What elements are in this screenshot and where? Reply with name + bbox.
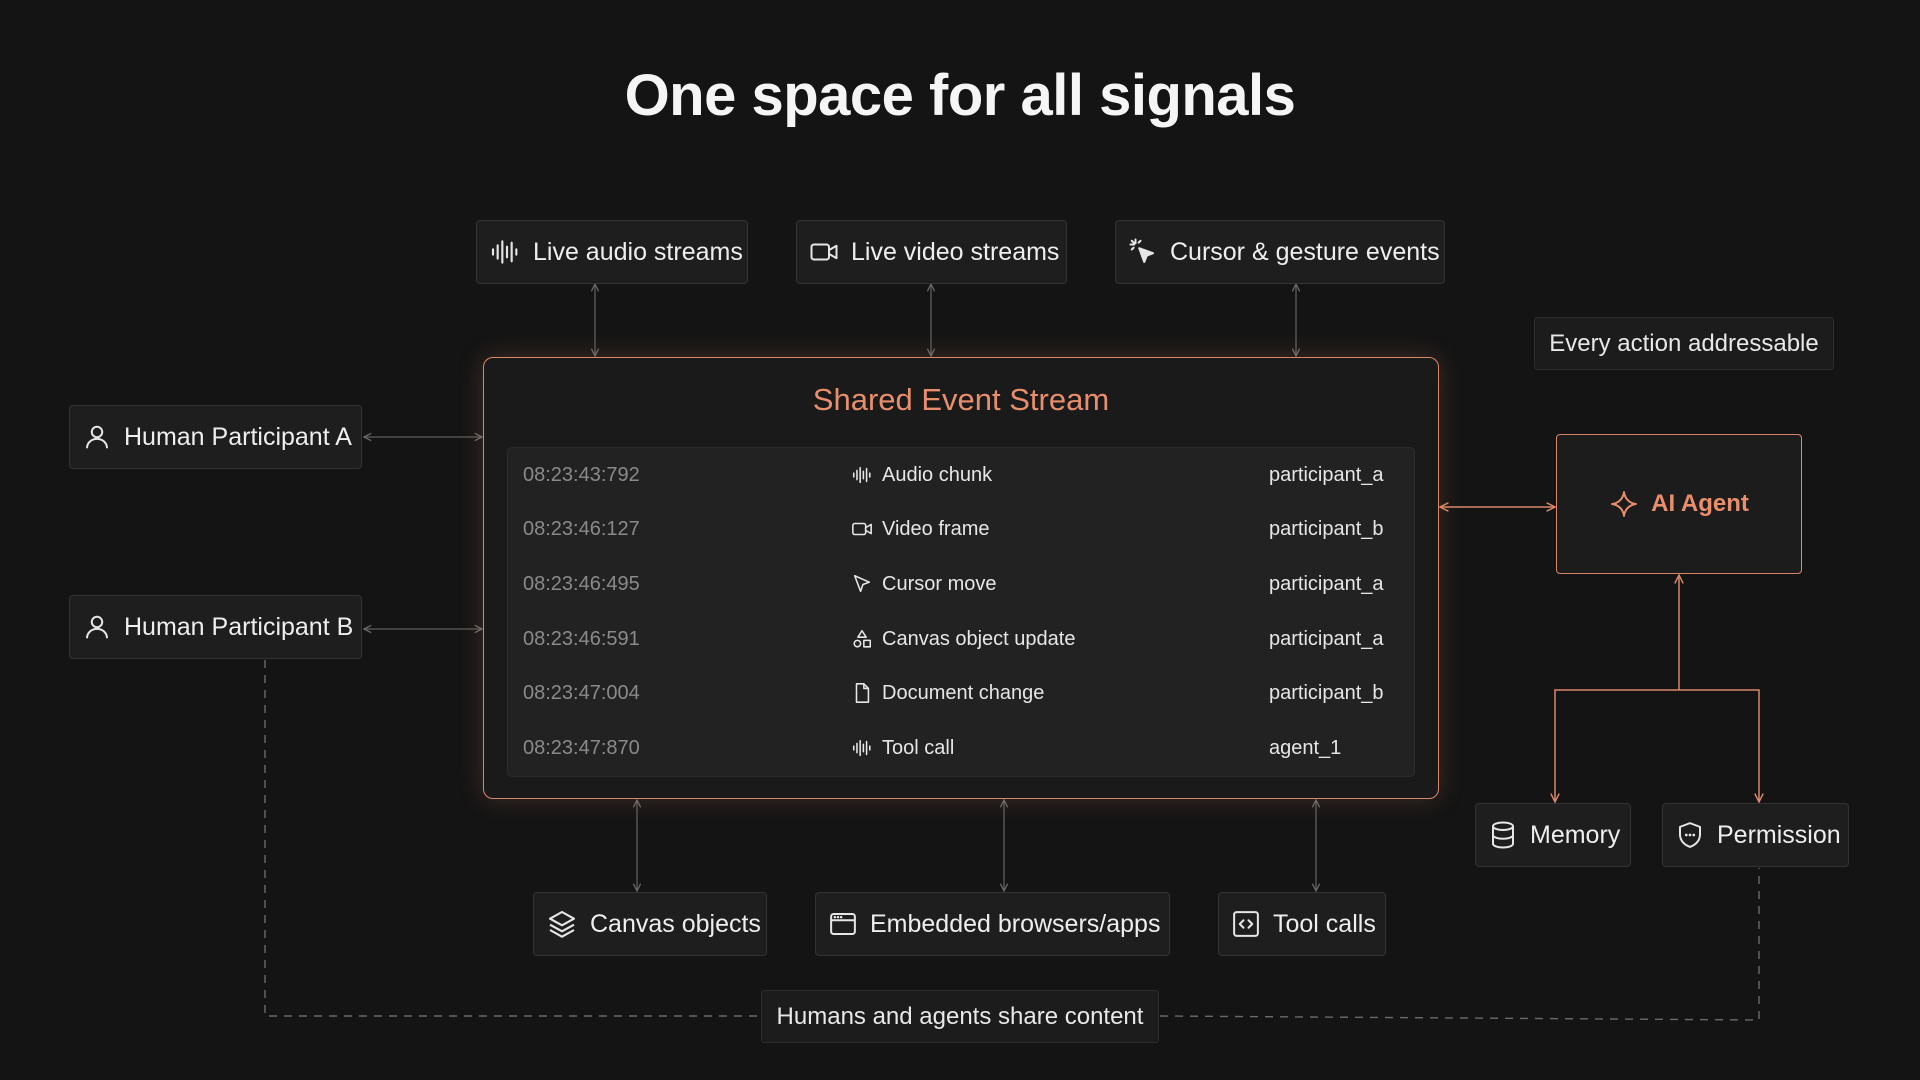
- row-event: Document change: [851, 666, 1044, 720]
- canvas-objects-node: Canvas objects: [533, 892, 767, 956]
- humans-agents-share-label: Humans and agents share content: [761, 990, 1159, 1043]
- row-timestamp: 08:23:46:127: [523, 518, 640, 540]
- node-label: Embedded browsers/apps: [870, 909, 1161, 938]
- shapes-icon: [853, 629, 872, 648]
- user-icon: [86, 615, 108, 639]
- video-camera-icon: [852, 522, 872, 536]
- audio-waveform-icon: [491, 240, 518, 264]
- row-source: participant_a: [1269, 573, 1384, 595]
- shield-icon: [1679, 822, 1701, 848]
- stream-title: Shared Event Stream: [812, 382, 1110, 417]
- row-source: participant_b: [1269, 682, 1384, 704]
- row-event-label: Document change: [882, 681, 1045, 704]
- page-title: One space for all signals: [624, 63, 1296, 128]
- user-icon: [86, 425, 108, 449]
- row-source: agent_1: [1269, 737, 1342, 759]
- row-event-label: Tool call: [882, 736, 955, 759]
- sparkle-icon: [1611, 491, 1637, 517]
- node-label: Canvas objects: [590, 909, 761, 938]
- video-camera-icon: [810, 243, 838, 261]
- live-video-streams-node: Live video streams: [796, 220, 1067, 284]
- live-audio-streams-node: Live audio streams: [476, 220, 748, 284]
- node-label: Live video streams: [851, 237, 1060, 266]
- row-source: participant_a: [1269, 464, 1384, 486]
- audio-waveform-icon: [852, 739, 871, 757]
- table-row: 08:23:43:792 Audio chunk participant_a: [508, 448, 1414, 502]
- cursor-click-icon: [1129, 238, 1154, 263]
- row-event: Tool call: [851, 721, 954, 775]
- ai-agent-label: AI Agent: [1651, 490, 1749, 517]
- table-row: 08:23:46:127 Video frame participant_b: [508, 502, 1414, 556]
- permission-node: Permission: [1662, 803, 1849, 867]
- row-timestamp: 08:23:47:004: [523, 682, 640, 704]
- node-label: Tool calls: [1273, 909, 1376, 938]
- row-source: participant_b: [1269, 518, 1384, 540]
- shared-event-stream-panel: Shared Event Stream 08:23:43:792 Audio c…: [483, 357, 1439, 799]
- cursor-gesture-events-node: Cursor & gesture events: [1115, 220, 1445, 284]
- row-event-label: Audio chunk: [882, 463, 993, 486]
- row-event: Audio chunk: [851, 448, 992, 502]
- every-action-addressable-label: Every action addressable: [1534, 317, 1834, 370]
- layers-icon: [548, 910, 576, 938]
- ai-agent-node: AI Agent: [1556, 434, 1802, 574]
- table-row: 08:23:46:591 Canvas object update partic…: [508, 612, 1414, 666]
- human-participant-b-node: Human Participant B: [69, 595, 362, 659]
- node-label: Permission: [1717, 820, 1841, 849]
- database-icon: [1492, 821, 1514, 849]
- node-label: Cursor & gesture events: [1170, 237, 1440, 266]
- row-event: Video frame: [851, 502, 989, 556]
- row-timestamp: 08:23:46:495: [523, 573, 640, 595]
- node-label: Live audio streams: [533, 237, 743, 266]
- row-event: Canvas object update: [851, 612, 1075, 666]
- row-event: Cursor move: [851, 557, 996, 611]
- browser-window-icon: [830, 913, 856, 935]
- row-timestamp: 08:23:47:870: [523, 737, 640, 759]
- cursor-icon: [853, 574, 871, 593]
- row-source: participant_a: [1269, 628, 1384, 650]
- audio-waveform-icon: [852, 466, 871, 484]
- node-label: Human Participant B: [124, 612, 354, 641]
- node-label: Human Participant A: [124, 422, 352, 451]
- memory-node: Memory: [1475, 803, 1631, 867]
- event-table: 08:23:43:792 Audio chunk participant_a 0…: [507, 447, 1415, 777]
- document-icon: [855, 683, 870, 703]
- human-participant-a-node: Human Participant A: [69, 405, 362, 469]
- embedded-browsers-apps-node: Embedded browsers/apps: [815, 892, 1170, 956]
- row-timestamp: 08:23:43:792: [523, 464, 640, 486]
- row-event-label: Canvas object update: [882, 627, 1076, 650]
- table-row: 08:23:47:870 Tool call agent_1: [508, 721, 1414, 775]
- row-timestamp: 08:23:46:591: [523, 628, 640, 650]
- code-icon: [1233, 911, 1259, 937]
- tool-calls-node: Tool calls: [1218, 892, 1386, 956]
- table-row: 08:23:47:004 Document change participant…: [508, 666, 1414, 720]
- node-label: Memory: [1530, 820, 1621, 849]
- row-event-label: Video frame: [882, 517, 990, 540]
- row-event-label: Cursor move: [882, 572, 997, 595]
- table-row: 08:23:46:495 Cursor move participant_a: [508, 557, 1414, 611]
